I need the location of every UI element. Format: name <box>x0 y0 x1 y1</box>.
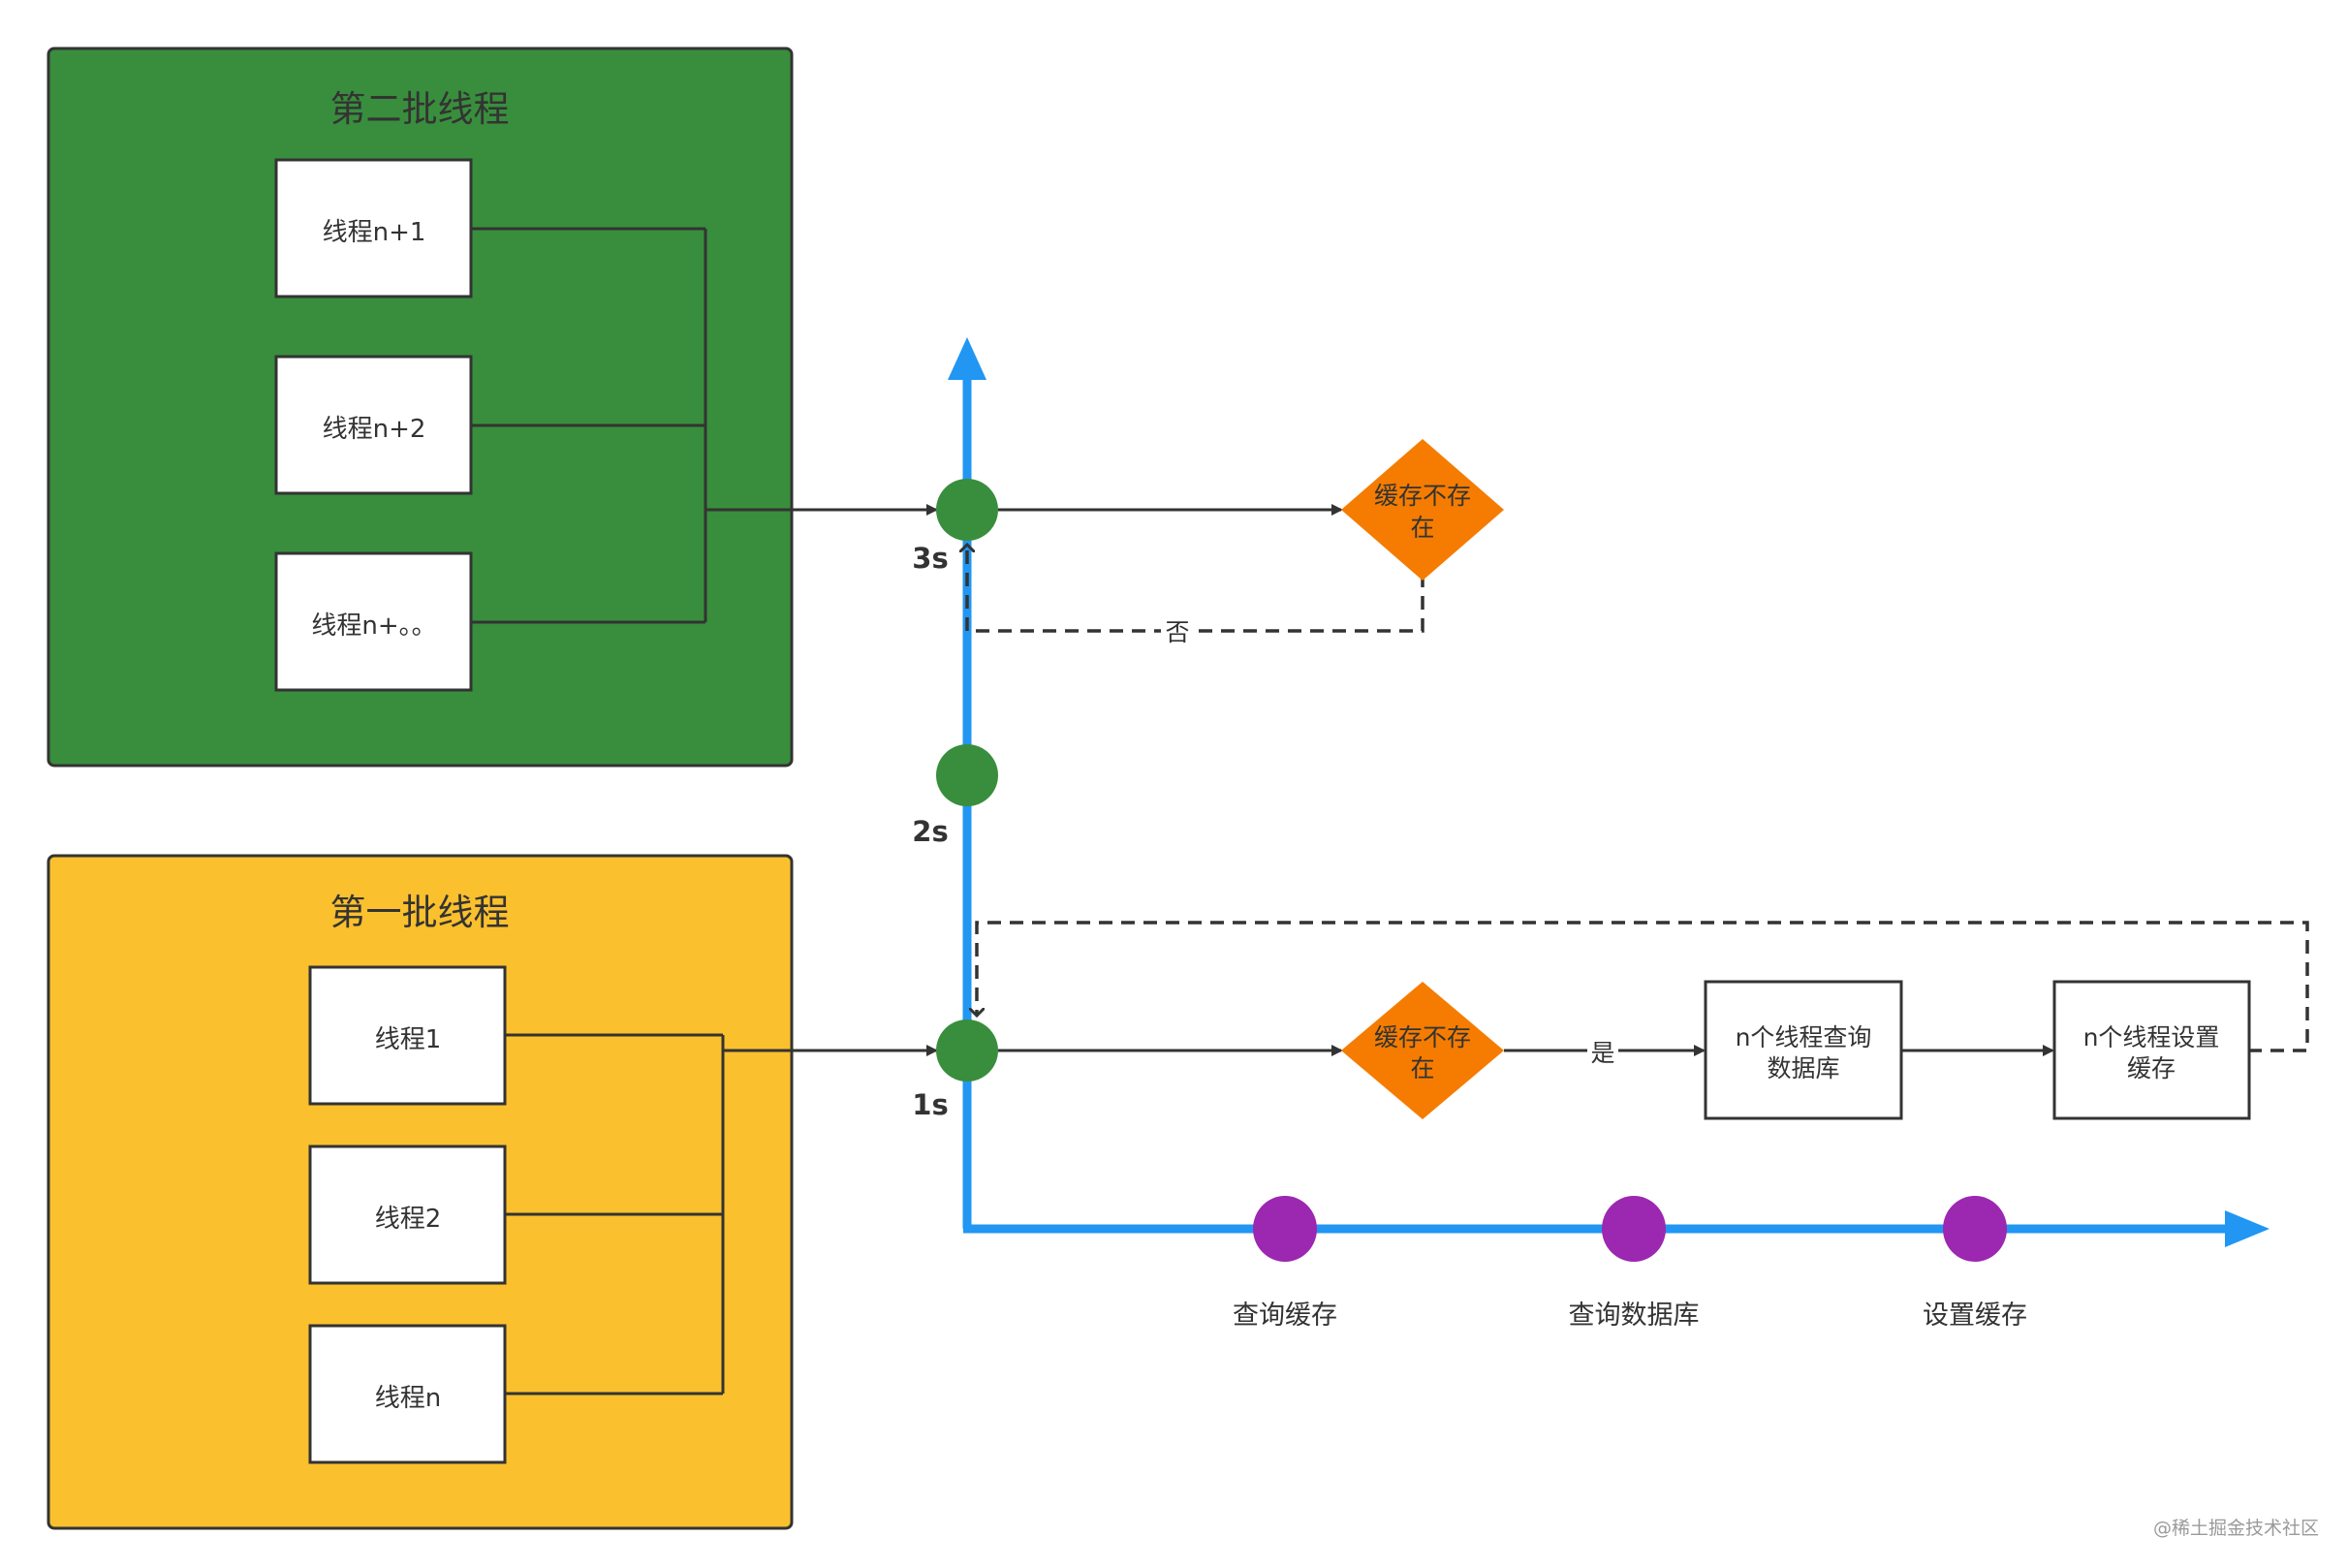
yes-label: 是 <box>1590 1039 1614 1067</box>
dashed-loop-set-cache <box>977 921 2309 1052</box>
time-point-1s <box>936 1019 998 1082</box>
first-batch-title: 第一批线程 <box>330 892 510 933</box>
thread-label-n1: 线程n+1 <box>323 218 426 247</box>
decision-cache-missing-top <box>1341 439 1504 580</box>
yes-label-bg <box>1587 1037 1618 1066</box>
stage-point-query-cache <box>1253 1196 1317 1262</box>
time-point-3s <box>936 479 998 541</box>
stage-label-query-cache: 查询缓存 <box>1233 1301 1337 1331</box>
tick-label-3s: 3s <box>912 542 948 575</box>
thread-box-1 <box>308 965 507 1106</box>
thread-box-2 <box>308 1145 507 1285</box>
thread-label-n2: 线程n+2 <box>323 415 426 444</box>
thread-box-n1 <box>274 158 473 298</box>
first-batch-connector <box>505 1033 725 1396</box>
stage-label-set-cache: 设置缓存 <box>1923 1301 2027 1331</box>
process-query-db-line-1: n个线程查询 <box>1736 1023 1872 1051</box>
thread-label-1: 线程1 <box>375 1025 442 1054</box>
dashed-loop-no-branch <box>967 545 1424 633</box>
tick-label-2s: 2s <box>912 815 948 848</box>
thread-label-n-etc: 线程n+。。 <box>311 612 436 641</box>
decision-cache-missing-bottom <box>1341 982 1504 1119</box>
time-axis-arrowhead-up <box>948 337 986 380</box>
process-query-db <box>1704 980 1903 1120</box>
decision-top-line-2: 在 <box>1410 514 1434 542</box>
thread-box-n2 <box>274 355 473 495</box>
first-batch-group: 第一批线程 线程1 线程2 线程n <box>47 854 794 1530</box>
stage-label-query-db: 查询数据库 <box>1569 1301 1700 1331</box>
watermark-text: @稀土掘金技术社区 <box>2153 1518 2319 1539</box>
no-label-bg <box>1161 616 1194 645</box>
second-batch-connector <box>471 227 707 624</box>
decision-top-line-1: 缓存不存 <box>1374 482 1471 510</box>
stage-point-set-cache <box>1943 1196 2007 1262</box>
decision-bottom-line-2: 在 <box>1410 1054 1434 1082</box>
second-batch-title: 第二批线程 <box>330 88 510 130</box>
thread-label-n: 线程n <box>375 1384 441 1413</box>
thread-label-2: 线程2 <box>375 1205 442 1234</box>
process-query-db-line-2: 数据库 <box>1767 1054 1839 1082</box>
process-set-cache <box>2052 980 2251 1120</box>
tick-label-1s: 1s <box>912 1088 948 1121</box>
process-set-cache-line-1: n个线程设置 <box>2083 1023 2220 1051</box>
stage-point-query-db <box>1602 1196 1666 1262</box>
decision-bottom-line-1: 缓存不存 <box>1374 1023 1471 1051</box>
thread-box-n-etc <box>274 551 473 692</box>
process-set-cache-line-2: 缓存 <box>2127 1054 2176 1082</box>
stage-axis-arrowhead-right <box>2225 1210 2270 1247</box>
no-label: 否 <box>1165 618 1189 646</box>
second-batch-group: 第二批线程 线程n+1 线程n+2 线程n+。。 <box>47 47 794 768</box>
time-point-2s <box>936 744 998 806</box>
